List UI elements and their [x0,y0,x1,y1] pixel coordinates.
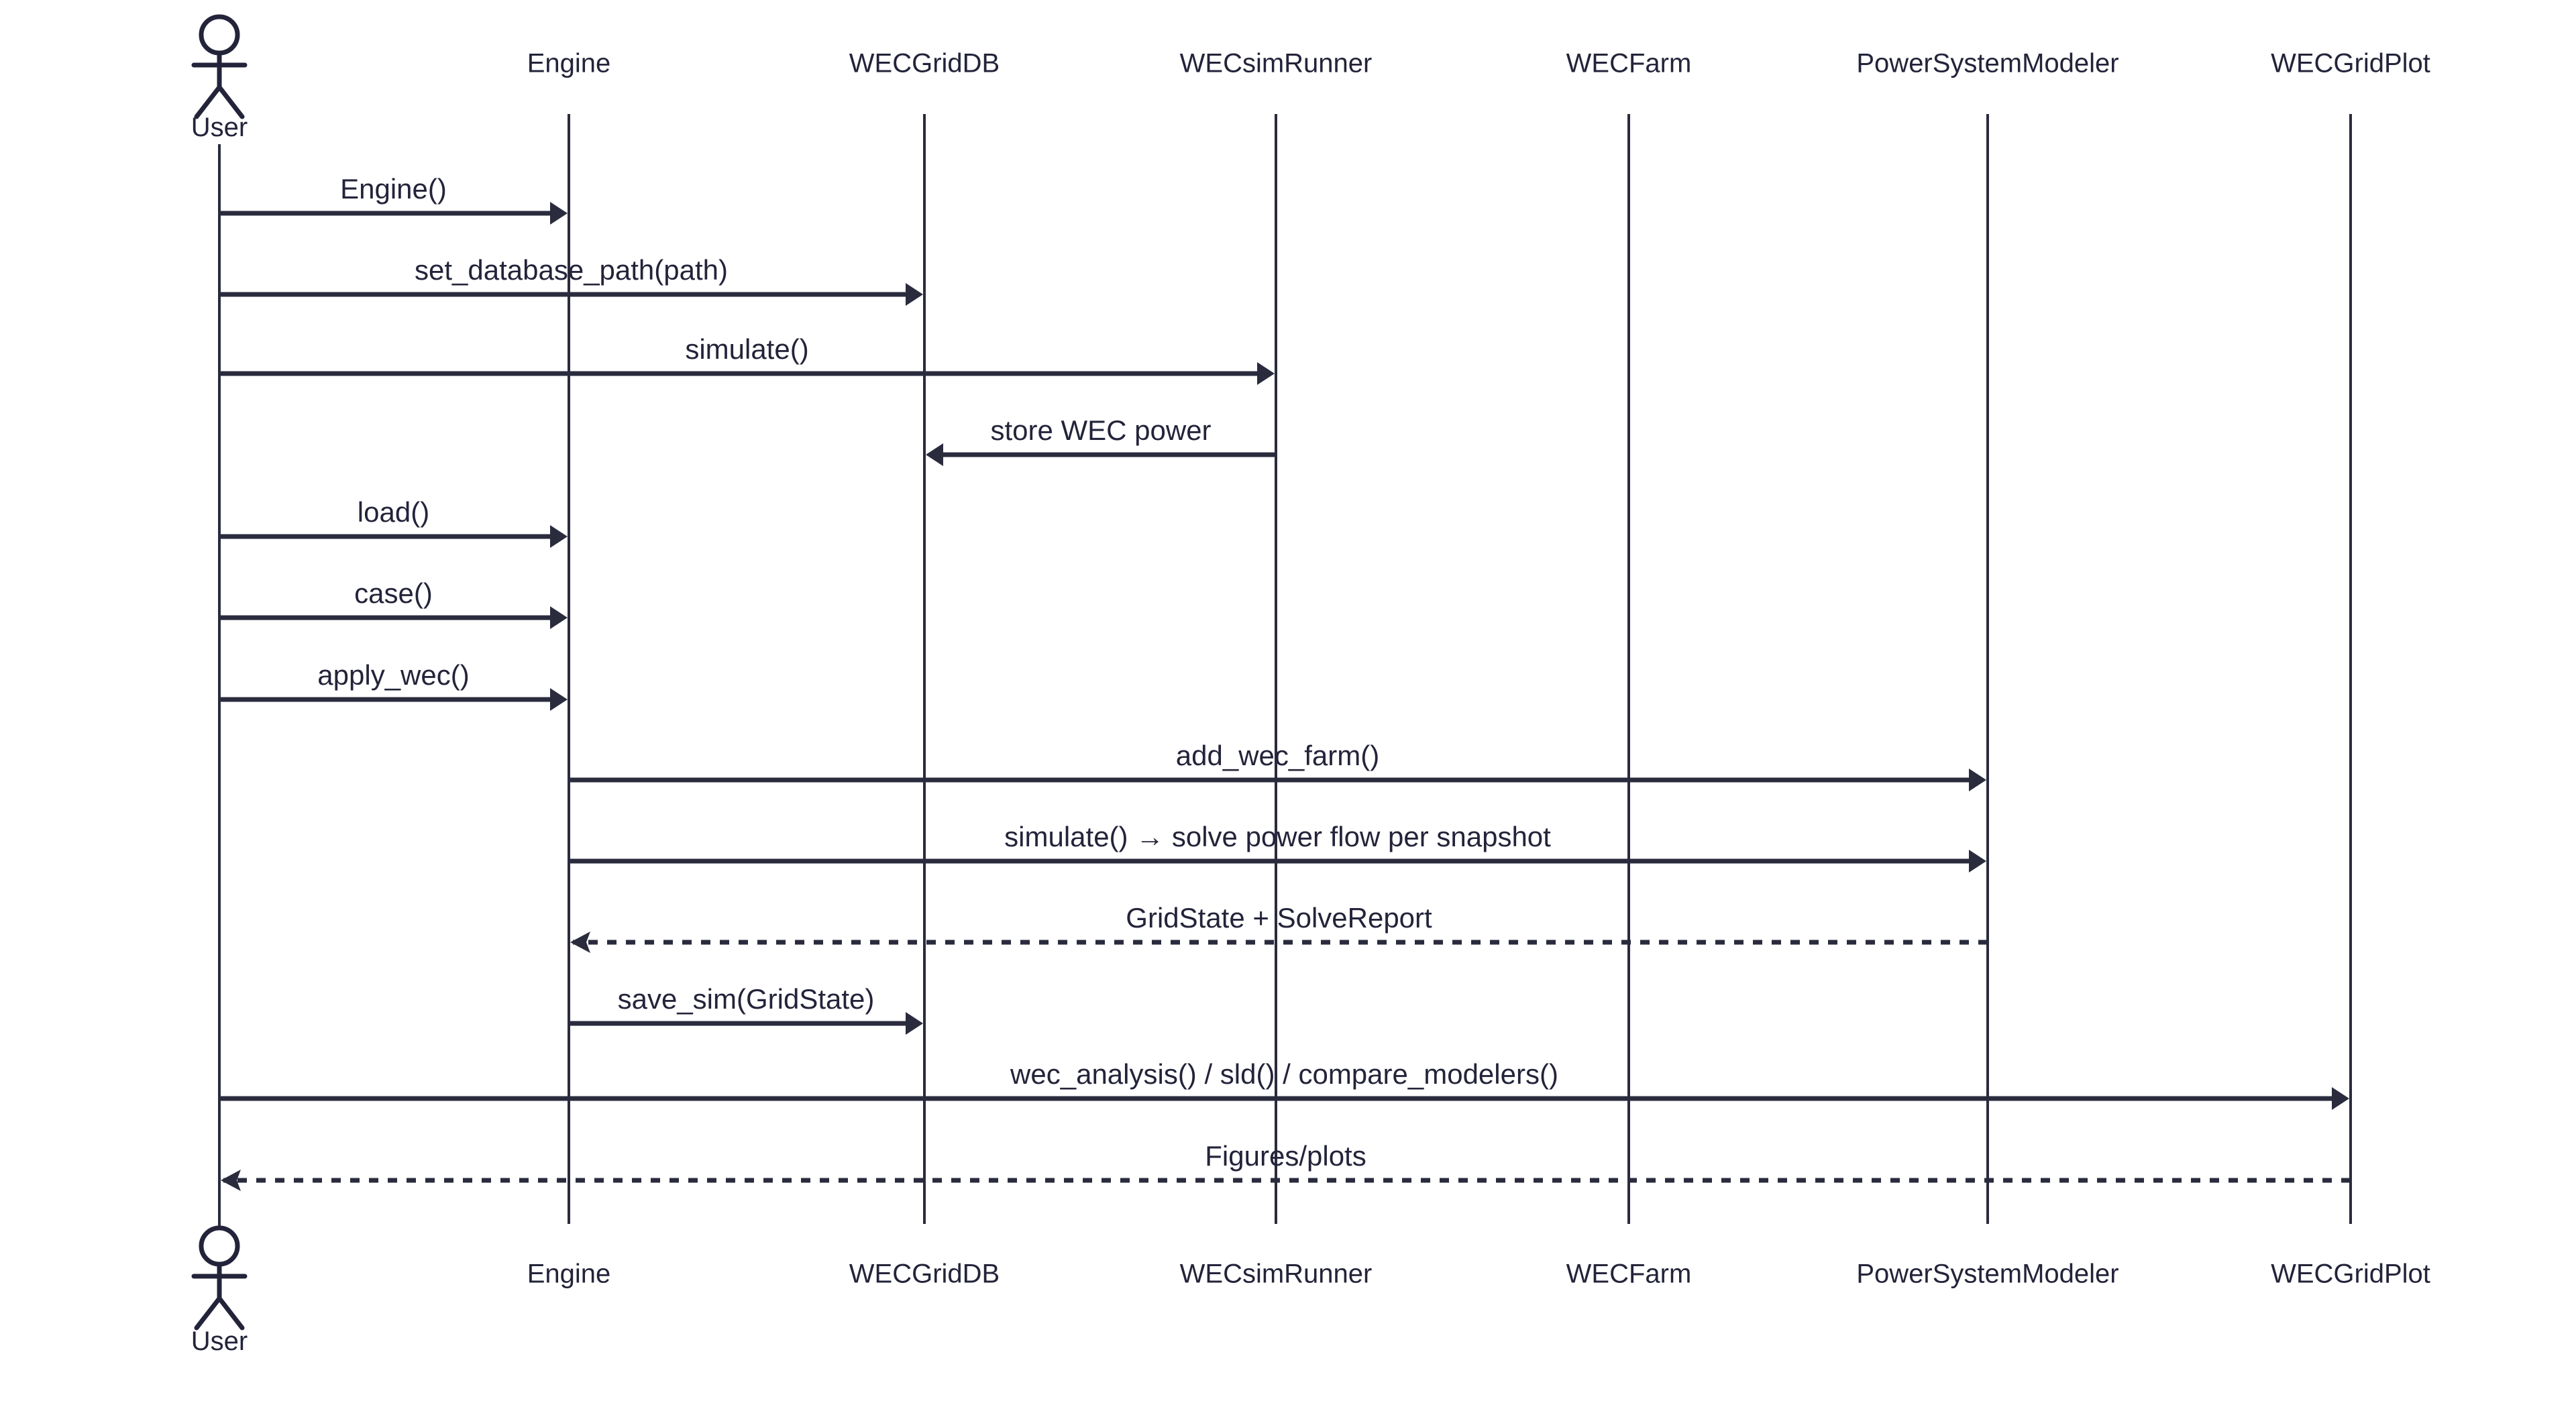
message-8: add_wec_farm() [569,740,1986,791]
participant-box-powersystemmodeler-top[interactable]: PowerSystemModeler [1856,49,2118,78]
participant-label-wecfarm: WECFarm [1566,1259,1692,1289]
message-arrowhead-3 [1257,362,1275,385]
actor-user-bottom[interactable]: User [191,1225,248,1356]
message-6: case() [219,577,568,629]
message-label-10: GridState + SolveReport [1126,902,1432,934]
participant-label-wecgriddb: WECGridDB [849,1259,1000,1289]
actor-leg-right-icon [217,1296,245,1331]
participant-box-wecsimrunner-top[interactable]: WECsimRunner [1180,49,1373,78]
message-13: Figures/plots [221,1140,2351,1191]
message-12: wec_analysis() / sld() / compare_modeler… [219,1058,2349,1110]
message-label-9: simulate() → solve power flow per snapsh… [1004,821,1551,852]
actor-leg-right-icon [217,85,245,119]
message-label-2: set_database_path(path) [415,254,728,286]
message-label-1: Engine() [340,173,447,205]
message-4: store WEC power [926,414,1276,466]
participant-box-wecsimrunner-bottom[interactable]: WECsimRunner [1180,1259,1373,1289]
participant-label-wecgriddb: WECGridDB [849,49,1000,78]
participant-label-wecsimrunner: WECsimRunner [1180,1259,1373,1289]
message-3: simulate() [219,333,1275,385]
participant-label-engine: Engine [527,1259,611,1289]
message-label-7: apply_wec() [317,659,469,691]
message-arrowhead-2 [906,283,923,306]
message-10: GridState + SolveReport [570,902,1988,953]
message-arrowhead-13 [221,1170,241,1191]
participant-box-wecgridplot-top[interactable]: WECGridPlot [2271,49,2430,78]
participant-label-wecgridplot: WECGridPlot [2271,1259,2430,1289]
message-arrowhead-11 [906,1012,923,1035]
message-7: apply_wec() [219,659,568,711]
actor-head-icon [199,1225,240,1267]
message-arrowhead-10 [570,932,590,953]
participant-box-wecgridplot-bottom[interactable]: WECGridPlot [2271,1259,2430,1289]
participant-box-wecgriddb-top[interactable]: WECGridDB [849,49,1000,78]
message-label-13: Figures/plots [1205,1140,1366,1172]
participant-label-powersystemmodeler: PowerSystemModeler [1856,49,2118,78]
participants-layer: UserUserEngineEngineWECGridDBWECGridDBWE… [191,14,2430,1356]
message-label-5: load() [358,496,429,528]
message-arrowhead-8 [1969,769,1986,791]
message-arrowhead-4 [926,443,943,466]
messages-layer: Engine() set_database_path(path) simulate(… [219,173,2351,1191]
message-5: load() [219,496,568,548]
participant-box-wecfarm-bottom[interactable]: WECFarm [1566,1259,1692,1289]
message-label-8: add_wec_farm() [1176,740,1379,771]
message-arrowhead-12 [2332,1087,2349,1110]
participant-label-wecsimrunner: WECsimRunner [1180,49,1373,78]
participant-label-wecgridplot: WECGridPlot [2271,49,2430,78]
message-label-4: store WEC power [990,414,1211,446]
message-label-12: wec_analysis() / sld() / compare_modeler… [1010,1058,1558,1090]
participant-box-wecgriddb-bottom[interactable]: WECGridDB [849,1259,1000,1289]
message-1: Engine() [219,173,568,225]
participant-label-engine: Engine [527,49,611,78]
actor-user-top[interactable]: User [191,14,248,142]
participant-label-wecfarm: WECFarm [1566,49,1692,78]
actor-leg-left-icon [194,85,222,119]
message-arrowhead-9 [1969,850,1986,873]
actor-label-user-top: User [191,113,248,142]
message-label-3: simulate() [685,333,808,365]
participant-box-engine-top[interactable]: Engine [527,49,611,78]
actor-label-user-bottom: User [191,1327,248,1356]
actor-head-icon [199,14,240,56]
message-label-11: save_sim(GridState) [618,983,875,1015]
message-arrowhead-1 [550,202,568,225]
participant-label-powersystemmodeler: PowerSystemModeler [1856,1259,2118,1289]
message-arrowhead-5 [550,525,568,548]
lifelines-layer [218,114,2352,1226]
message-9: simulate() → solve power flow per snapsh… [569,821,1986,873]
participant-box-engine-bottom[interactable]: Engine [527,1259,611,1289]
actor-leg-left-icon [194,1296,222,1331]
message-11: save_sim(GridState) [569,983,923,1035]
message-2: set_database_path(path) [219,254,923,306]
participant-box-powersystemmodeler-bottom[interactable]: PowerSystemModeler [1856,1259,2118,1289]
participant-box-wecfarm-top[interactable]: WECFarm [1566,49,1692,78]
message-arrowhead-6 [550,606,568,629]
message-label-6: case() [354,577,433,609]
message-arrowhead-7 [550,688,568,711]
